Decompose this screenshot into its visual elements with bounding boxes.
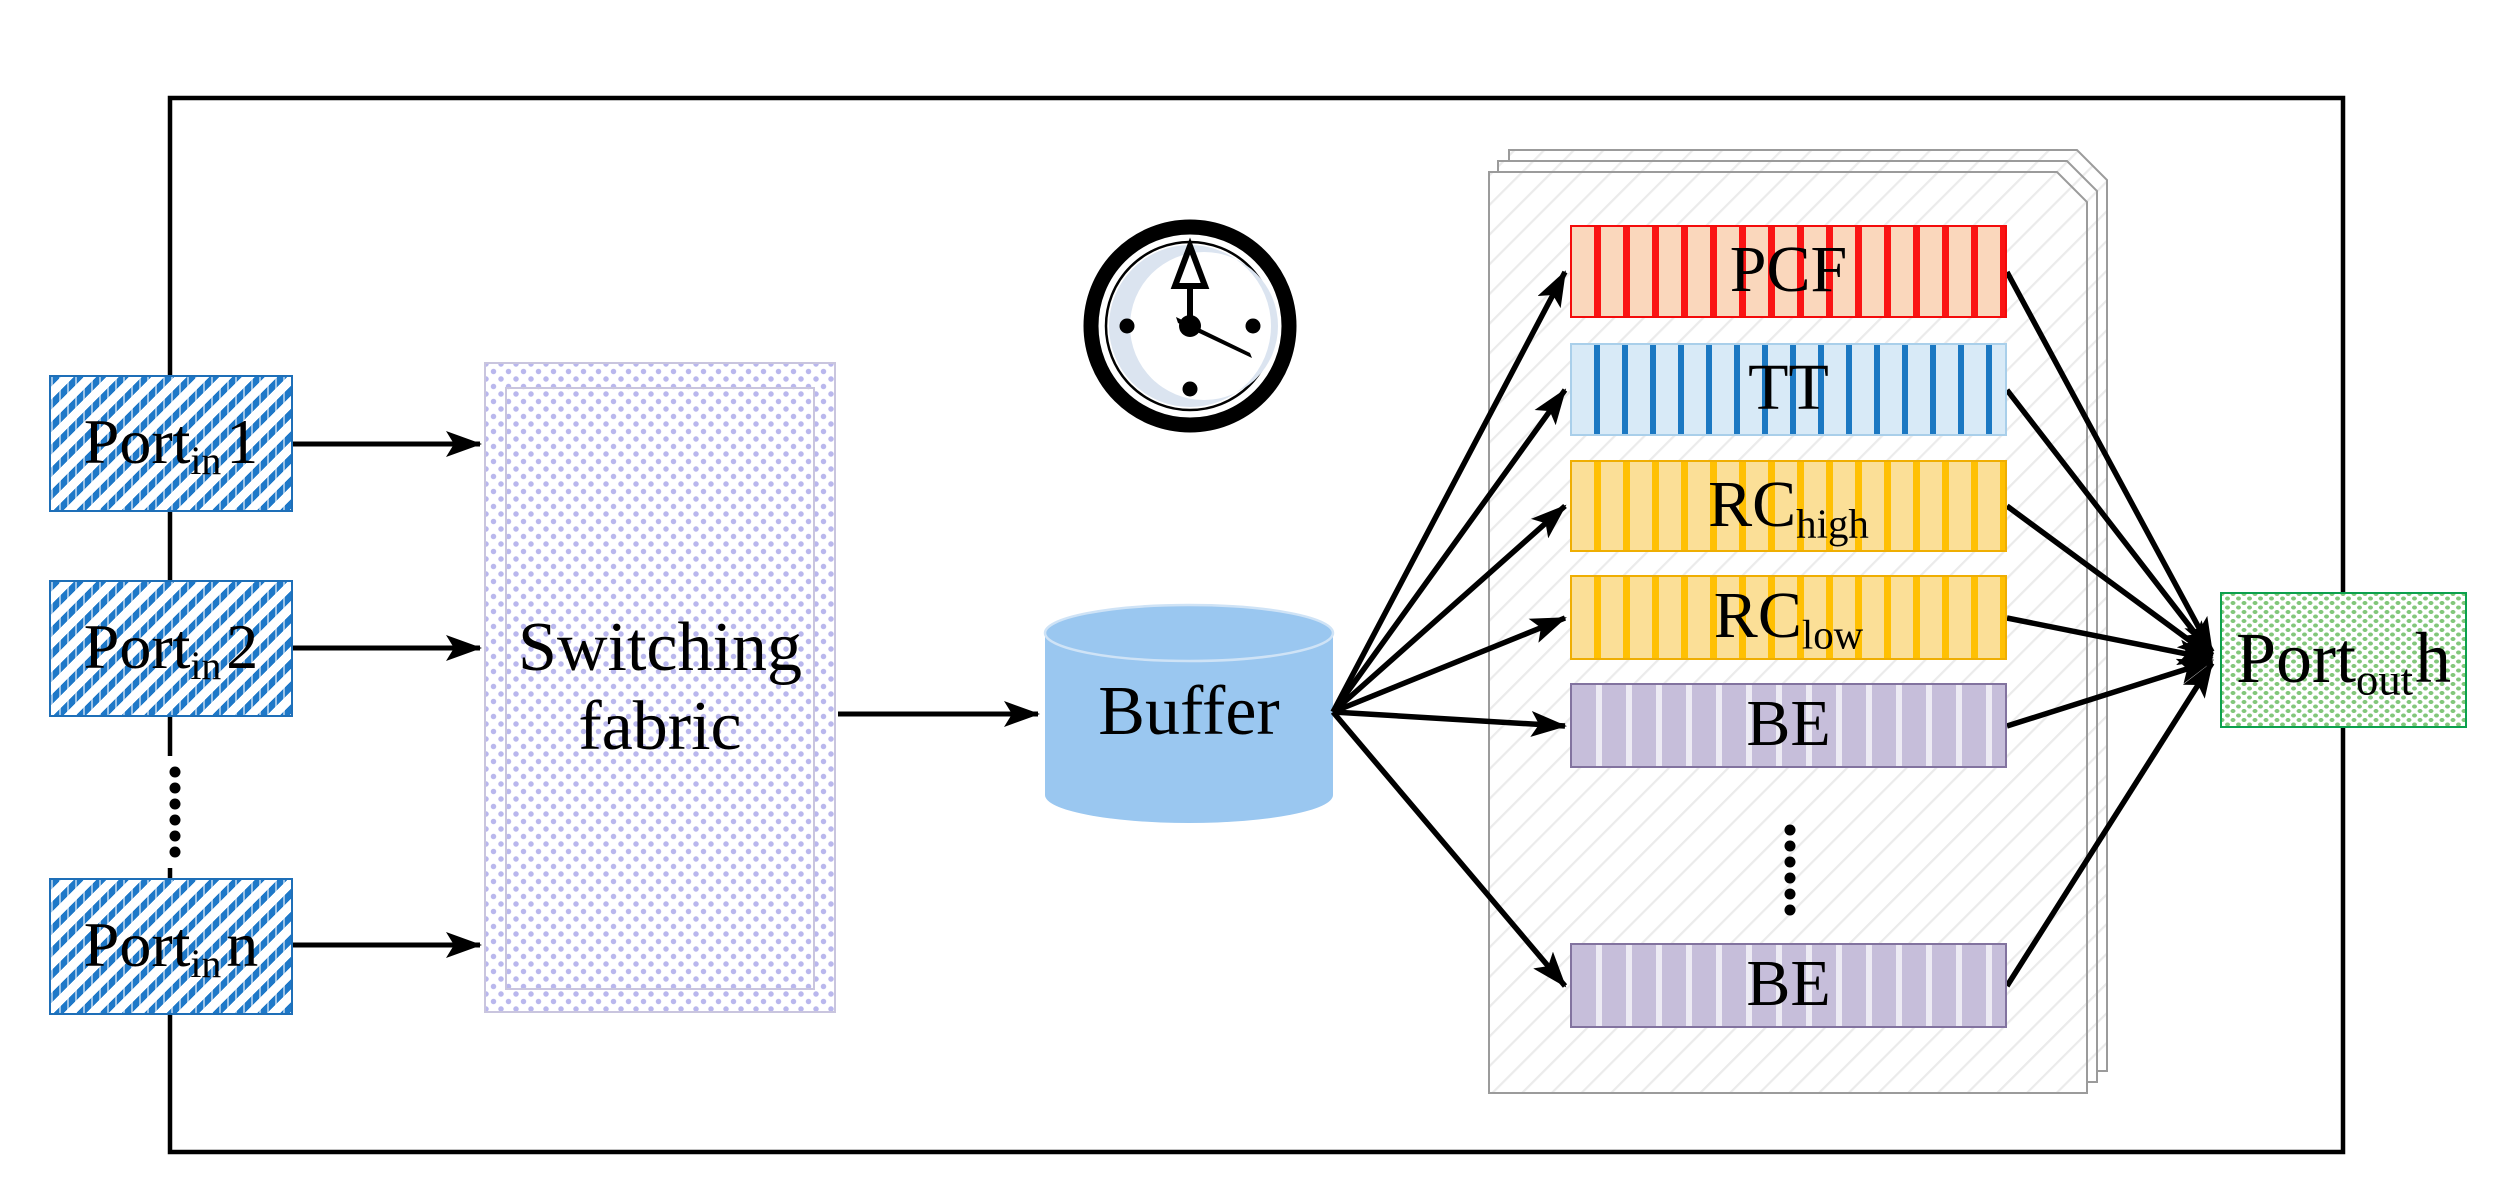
port-in-2-label: Portin2 [83,611,259,689]
arrows-buffer-to-queues [1330,270,1568,988]
queue-pcf-label: PCF [1729,233,1848,307]
queue-rc-high: RChigh [1570,460,2007,552]
queue-rc-low: RClow [1570,575,2007,660]
port-out-label: Portouth [2235,618,2452,705]
port-in-2-box: Portin2 [49,580,293,717]
queue-be-1: BE [1570,683,2007,768]
clock-icon [1083,219,1297,433]
arrows-queues-to-port-out [2004,270,2215,988]
queue-be-2-label: BE [1746,947,1831,1021]
buffer-label: Buffer [1098,673,1280,750]
port-in-n-box: Portinn [49,878,293,1015]
buffer-cylinder [1043,603,1335,823]
arrows-ports-to-fabric [293,431,482,958]
queue-be-1-label: BE [1746,687,1831,761]
queue-be-2: BE [1570,943,2007,1028]
ports-ellipsis [169,766,181,858]
queues-ellipsis [1784,824,1796,916]
switching-fabric-label: Switching fabric [518,609,802,765]
queue-tt: TT [1570,343,2007,436]
switching-fabric-box: Switching fabric [484,362,836,1013]
port-in-n-label: Portinn [83,909,259,987]
queue-pcf: PCF [1570,225,2007,318]
port-out-box: Portouth [2220,592,2467,728]
queue-rc-low-label: RClow [1713,579,1864,658]
queue-rc-high-label: RChigh [1708,467,1869,547]
queue-tt-label: TT [1748,351,1829,425]
port-in-1-label: Portin1 [83,406,259,484]
port-in-1-box: Portin1 [49,375,293,512]
switching-fabric-inner-border [505,387,815,990]
